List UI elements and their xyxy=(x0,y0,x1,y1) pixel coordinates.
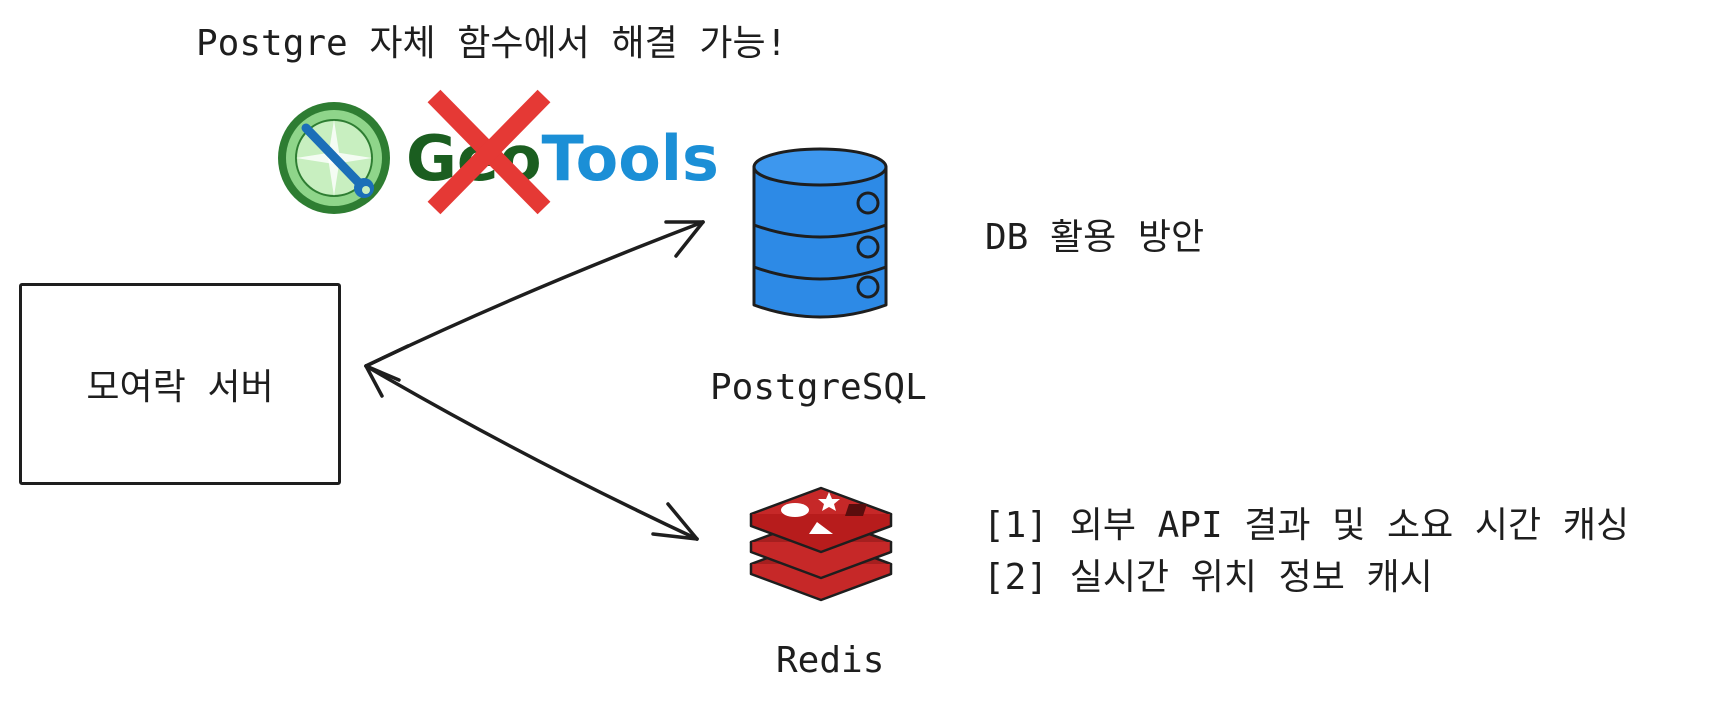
postgresql-label: PostgreSQL xyxy=(710,367,927,408)
redis-stack-icon xyxy=(749,486,893,602)
redis-use-item: [1] 외부 API 결과 및 소요 시간 캐싱 xyxy=(983,505,1630,546)
arrow-server-postgres xyxy=(364,220,705,382)
redis-label: Redis xyxy=(776,640,885,681)
compass-wrench-icon xyxy=(278,102,390,214)
database-cylinder-icon xyxy=(752,147,888,319)
db-plan-label: DB 활용 방안 xyxy=(985,217,1205,258)
redis-use-item: [2] 실시간 위치 정보 캐시 xyxy=(983,557,1433,598)
server-label: 모여락 서버 xyxy=(86,367,274,408)
redis-uses-list: [1] 외부 API 결과 및 소요 시간 캐싱 [2] 실시간 위치 정보 캐… xyxy=(983,500,1629,604)
geotools-wordmark-tools: Tools xyxy=(542,122,719,195)
arrow-server-redis xyxy=(364,364,699,541)
top-note: Postgre 자체 함수에서 해결 가능! xyxy=(196,23,788,64)
server-box: 모여락 서버 xyxy=(19,283,341,485)
red-x-icon xyxy=(427,89,551,215)
geotools-logo: GeoTools xyxy=(278,89,719,215)
